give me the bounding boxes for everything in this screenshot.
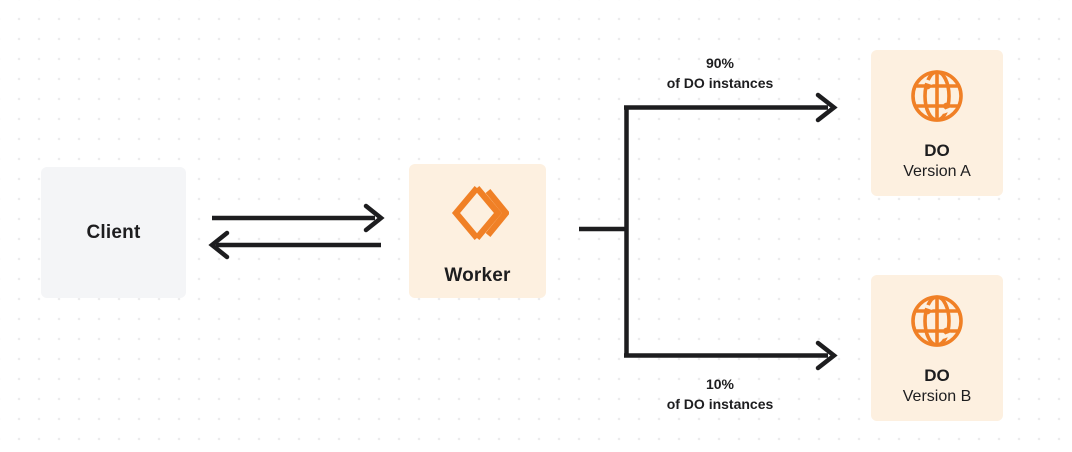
node-do-version-b[interactable]: DO Version B (871, 275, 1003, 421)
node-do-a-title: DO (924, 140, 950, 160)
cloudflare-workers-icon (447, 182, 510, 249)
node-client-label: Client (86, 221, 141, 243)
node-do-a-subtitle: Version A (903, 162, 971, 180)
edge-worker-to-do-b (624, 340, 838, 371)
node-worker-label: Worker (444, 264, 511, 286)
globe-icon (908, 67, 966, 130)
edge-worker-trunk (579, 105, 629, 358)
edge-label-do-b-description: of DO instances (666, 396, 774, 413)
edge-label-do-a-description: of DO instances (666, 75, 774, 92)
edge-label-do-a-percent: 90% (705, 55, 735, 71)
node-client[interactable]: Client (41, 167, 186, 298)
node-do-b-subtitle: Version B (902, 387, 972, 405)
edge-worker-to-do-a (624, 92, 838, 123)
node-do-b-title: DO (924, 365, 950, 385)
globe-icon (908, 292, 966, 355)
edge-label-do-b-percent: 10% (705, 376, 735, 392)
edge-label-do-b: 10% of DO instances (630, 374, 810, 415)
node-do-version-a[interactable]: DO Version A (871, 50, 1003, 196)
node-worker[interactable]: Worker (409, 164, 546, 298)
edge-client-to-worker (212, 203, 385, 233)
edge-label-do-a: 90% of DO instances (630, 53, 810, 94)
edge-worker-to-client (208, 230, 381, 260)
